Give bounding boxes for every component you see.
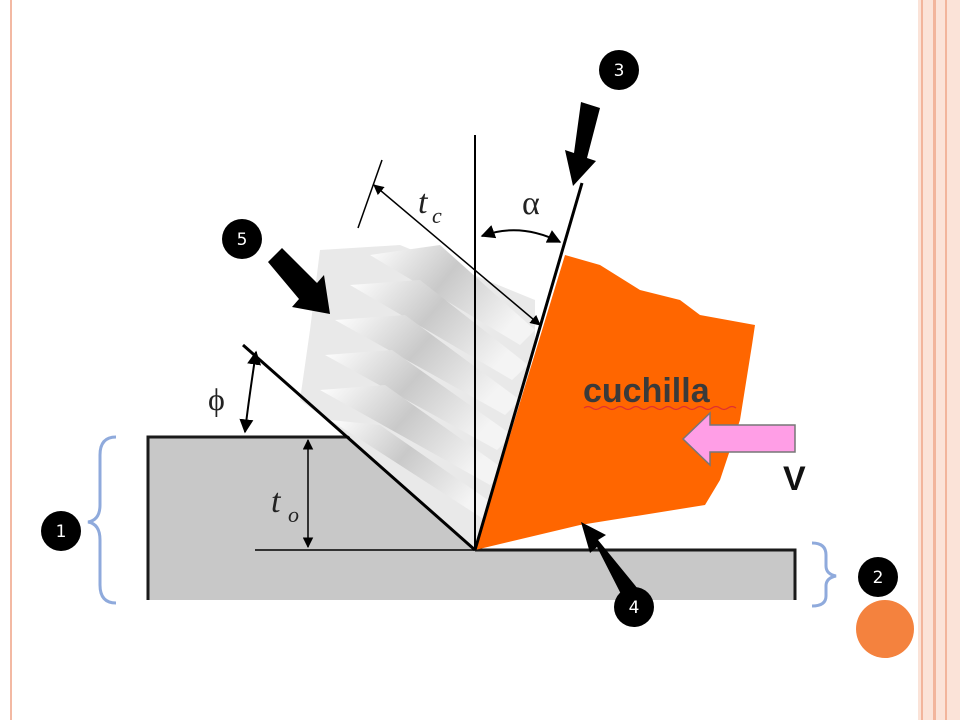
tc-extension-line [357,159,383,229]
decorative-orange-dot [856,600,914,658]
pointer-arrow-4 [581,522,638,598]
tc-dimension-line [373,184,541,326]
velocity-arrow [681,411,796,467]
shear-plane-line [242,343,476,552]
svg-text:3: 3 [614,61,625,81]
svg-text:2: 2 [873,568,884,588]
phi-arc [239,350,262,434]
pointer-arrow-3 [565,102,600,186]
right-border-line-1 [921,0,923,720]
velocity-label: V [783,460,806,498]
right-border-line-3 [945,0,947,720]
tool-label: cuchilla [583,372,711,410]
marker-4: 4 [614,587,654,627]
alpha-arc [480,225,562,243]
marker-2: 2 [858,557,898,597]
tc-label: t [418,184,429,221]
marker-5: 5 [222,219,262,259]
to-subscript: o [288,502,299,527]
marker-3: 3 [599,50,639,90]
cutting-tool [475,255,755,550]
right-border-band [918,0,960,720]
svg-text:1: 1 [56,522,67,542]
tc-subscript: c [432,203,442,228]
phi-label: ϕ [208,381,225,417]
alpha-label: α [522,185,540,222]
tool-rake-face [473,182,584,551]
marker-1: 1 [41,511,81,551]
bracket-right [811,541,837,608]
pointer-arrow-5 [268,248,330,314]
spellcheck-underline [583,405,737,411]
svg-text:4: 4 [629,598,640,618]
bracket-left [87,435,117,605]
right-border-line-2 [933,0,936,720]
svg-text:5: 5 [237,230,248,250]
left-border-line [10,0,12,720]
to-label: t [271,483,282,520]
